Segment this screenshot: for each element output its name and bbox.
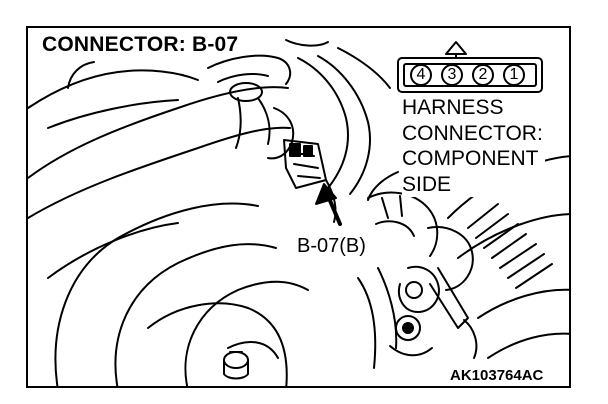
connector-callout: B-07(B) bbox=[296, 235, 367, 257]
pin-4: 4 bbox=[410, 64, 432, 86]
harness-side-label: HARNESS CONNECTOR: COMPONENT SIDE bbox=[402, 95, 545, 197]
pin-1: 1 bbox=[503, 64, 525, 86]
air-duct bbox=[447, 155, 569, 359]
diagram-frame: CONNECTOR: B-07 4 3 2 1 HARNESS CONNECTO… bbox=[26, 26, 571, 388]
leader-line bbox=[367, 171, 399, 201]
pointer-arrow bbox=[315, 183, 342, 226]
side-label-line-4: SIDE bbox=[402, 172, 452, 196]
bolt bbox=[223, 351, 249, 380]
figure-id: AK103764AC bbox=[448, 367, 546, 384]
side-label-line-3: COMPONENT bbox=[402, 147, 539, 170]
side-label-line-1: HARNESS bbox=[402, 96, 504, 119]
diagram-title: CONNECTOR: B-07 bbox=[40, 33, 241, 56]
intake-manifold bbox=[28, 61, 309, 386]
pin-3: 3 bbox=[441, 64, 463, 86]
sensor-body bbox=[283, 139, 337, 223]
side-label-line-2: CONNECTOR: bbox=[402, 121, 543, 145]
hoses bbox=[207, 39, 391, 195]
pin-2: 2 bbox=[472, 64, 494, 86]
throttle-body bbox=[357, 191, 478, 369]
